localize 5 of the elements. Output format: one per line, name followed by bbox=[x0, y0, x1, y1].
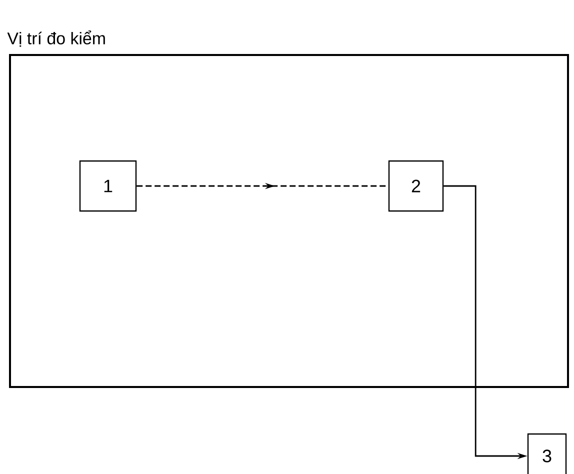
site-frame bbox=[9, 54, 569, 388]
frame-title: Vị trí đo kiểm bbox=[7, 30, 105, 47]
numbered-box: 2 bbox=[388, 160, 444, 212]
numbered-box: 3 bbox=[527, 433, 567, 474]
numbered-box: 1 bbox=[79, 160, 137, 212]
